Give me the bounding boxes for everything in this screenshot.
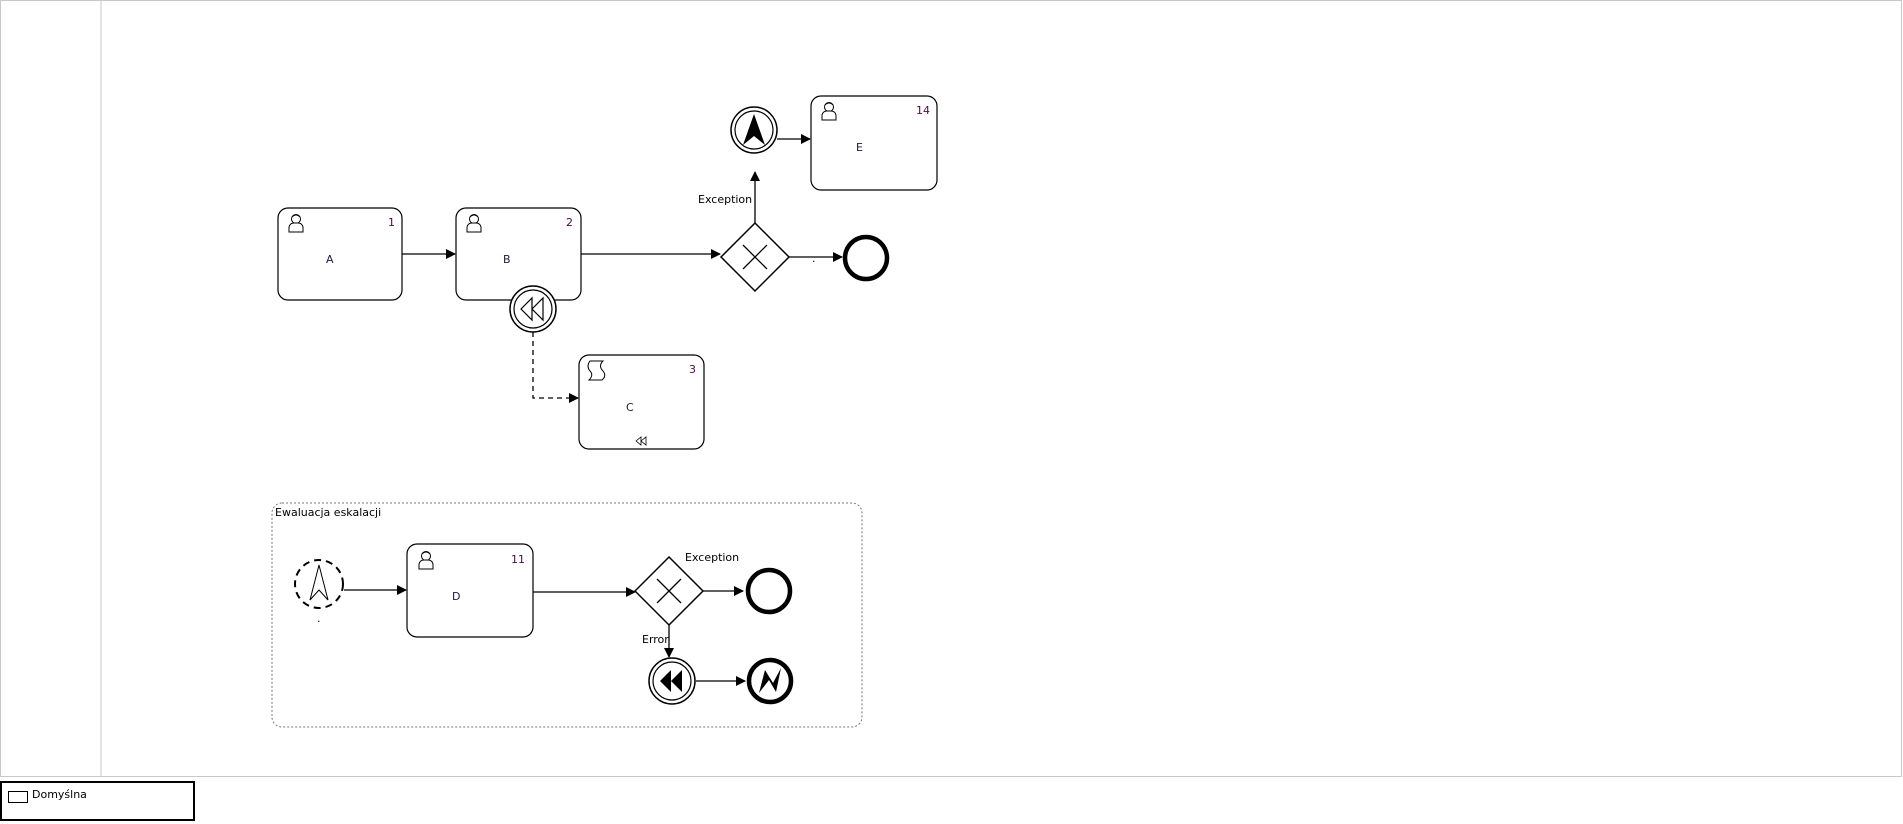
error-icon [759, 668, 781, 693]
task-number: 14 [916, 104, 930, 117]
end-event[interactable] [745, 567, 793, 615]
rewind-icon [520, 296, 544, 322]
task-label: C [626, 401, 634, 414]
flow-label-dot: . [752, 168, 756, 181]
flow-label-exception: Exception [685, 551, 739, 564]
compensation-boundary-event[interactable] [509, 285, 557, 333]
task-label: D [452, 590, 460, 603]
event-subprocess[interactable]: Ewaluacja eskalacji [271, 502, 863, 728]
legend-swatch [8, 791, 28, 803]
task-number: 1 [388, 216, 395, 229]
task-d[interactable]: 11 D [406, 543, 534, 638]
task-label: B [503, 253, 511, 266]
exclusive-gateway[interactable] [719, 221, 791, 293]
end-event[interactable] [842, 234, 890, 282]
flow-label-exception: Exception [698, 193, 752, 206]
task-number: 11 [511, 553, 525, 566]
task-number: 3 [689, 363, 696, 376]
legend: Domyślna [0, 781, 195, 821]
escalation-start-event[interactable] [294, 559, 344, 609]
subprocess-title: Ewaluacja eskalacji [275, 506, 381, 519]
task-e[interactable]: 14 E [810, 95, 938, 191]
escalation-icon [743, 114, 765, 145]
compensation-throw-event[interactable] [648, 657, 696, 705]
flow-label-error: Error [642, 633, 669, 646]
escalation-intermediate-event[interactable] [730, 106, 778, 154]
exclusive-gateway[interactable] [633, 555, 705, 627]
escalation-icon [309, 564, 329, 601]
task-a[interactable]: 1 A [277, 207, 403, 301]
task-c[interactable]: 3 C [578, 354, 705, 450]
association-compensation-c[interactable] [532, 332, 579, 403]
task-label: A [326, 253, 334, 266]
script-icon [587, 360, 606, 381]
compensation-marker-icon [635, 436, 647, 446]
task-number: 2 [566, 216, 573, 229]
legend-label: Domyślna [32, 788, 87, 801]
canvas-frame [0, 0, 1902, 777]
error-end-event[interactable] [746, 657, 794, 705]
flow-label-dot: . [812, 252, 816, 265]
task-b[interactable]: 2 B [455, 207, 582, 301]
rewind-icon [660, 670, 682, 692]
flow-label-dot: . [317, 612, 321, 625]
task-label: E [856, 141, 863, 154]
